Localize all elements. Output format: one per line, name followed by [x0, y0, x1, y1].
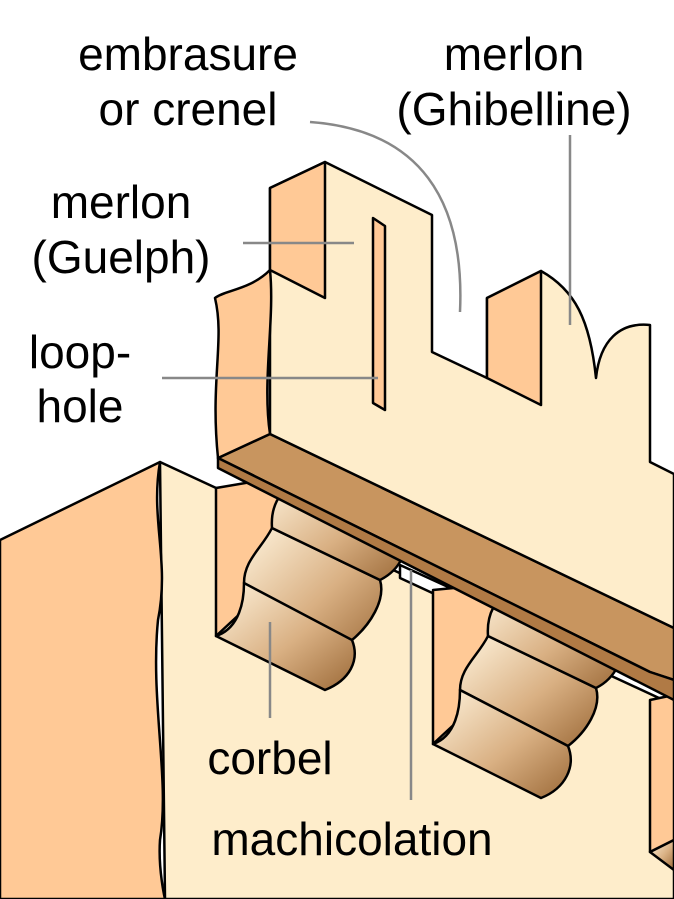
- label-guelph-1: merlon: [51, 176, 192, 228]
- label-embrasure-2: or crenel: [99, 83, 278, 135]
- left-wall: [0, 460, 167, 899]
- label-loophole-1: loop-: [29, 326, 131, 378]
- label-guelph-2: (Guelph): [32, 231, 211, 283]
- label-machicolation: machicolation: [211, 813, 492, 865]
- leader-embrasure: [309, 120, 462, 313]
- corbel-group-3: [648, 693, 674, 872]
- label-loophole-2: hole: [37, 380, 124, 432]
- parapet-edge: [213, 268, 273, 460]
- loophole: [371, 216, 387, 412]
- label-ghibelline-1: merlon: [444, 28, 585, 80]
- label-ghibelline-2: (Ghibelline): [396, 83, 631, 135]
- label-corbel: corbel: [207, 732, 332, 784]
- label-embrasure-1: embrasure: [78, 28, 298, 80]
- ghibelline-merlon-side: [485, 269, 543, 407]
